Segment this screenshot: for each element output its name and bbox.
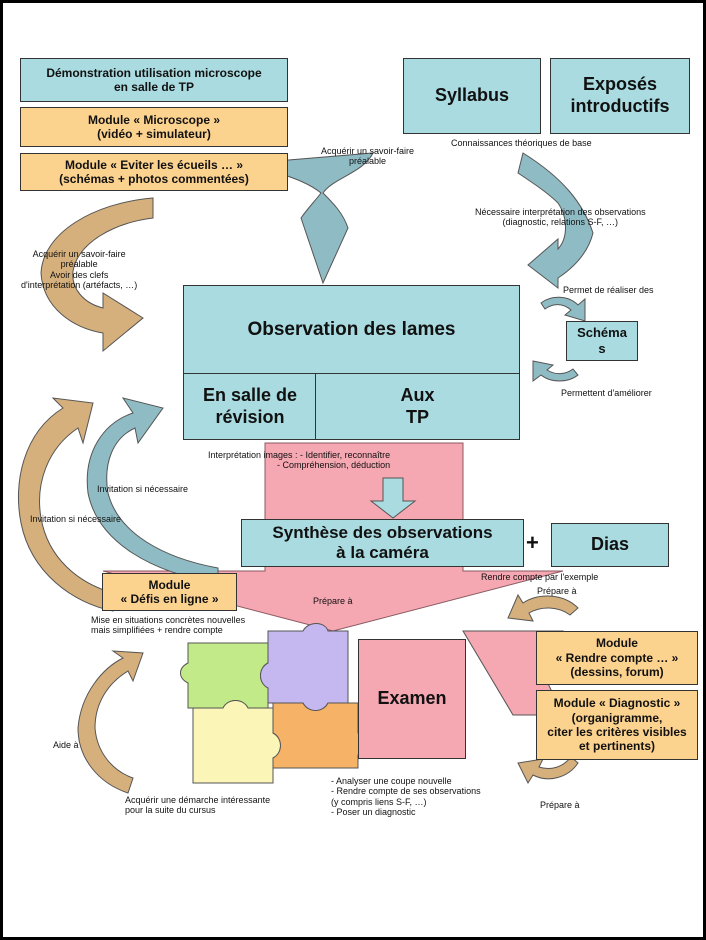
puzzle-piece-purple (260, 623, 349, 711)
module-microscope-box: Module « Microscope » (vidéo + simulateu… (20, 107, 288, 147)
puzzle-piece-yellow (192, 700, 281, 784)
diagnostic-module-box: Module « Diagnostic » (organigramme, cit… (536, 690, 698, 760)
schemas-arrow-bottom (532, 360, 579, 382)
label-prepare-a-right-top: Prépare à (537, 586, 577, 596)
rendre-compte-module-box: Module « Rendre compte … » (dessins, for… (536, 631, 698, 685)
label-invitation-2: Invitation si nécessaire (30, 514, 122, 524)
puzzle-piece-orange (272, 702, 366, 769)
diagram-canvas: Démonstration utilisation microscope en … (3, 3, 703, 937)
label-exam-tasks: - Analyser une coupe nouvelle - Rendre c… (331, 776, 481, 818)
label-acquerir-top: Acquérir un savoir-faire préalable (321, 146, 415, 167)
label-permettent-ameliorer: Permettent d'améliorer (561, 388, 652, 398)
label-prepare-a-right-bottom: Prépare à (540, 800, 580, 810)
label-rendre-compte-exemple: Rendre compte par l'exemple (481, 572, 599, 582)
defis-box: Module « Défis en ligne » (102, 573, 237, 611)
label-acquerir-demarche: Acquérir une démarche intéressante pour … (125, 795, 271, 816)
salle-revision-box: En salle de révision (183, 373, 317, 440)
label-permet-realiser: Permet de réaliser des (563, 285, 654, 295)
exposes-box: Exposés introductifs (550, 58, 690, 134)
label-prepare-a-center: Prépare à (313, 596, 353, 606)
curved-arrow-top-right (517, 152, 594, 290)
syllabus-box: Syllabus (403, 58, 541, 134)
plus-sign: + (526, 530, 539, 555)
schemas-box: Schéma s (566, 321, 638, 361)
curved-arrow-top-left (251, 152, 374, 285)
puzzle-piece-green (180, 642, 269, 709)
label-necessaire: Nécessaire interprétation des observatio… (475, 207, 646, 228)
label-interpretation: Interprétation images : - Identifier, re… (208, 450, 391, 471)
examen-box: Examen (358, 639, 466, 759)
label-connaissances: Connaissances théoriques de base (451, 138, 592, 148)
demo-microscope-box: Démonstration utilisation microscope en … (20, 58, 288, 102)
label-acquerir-left: Acquérir un savoir-faire préalable Avoir… (21, 249, 138, 291)
curved-arrow-right-bottom (517, 756, 579, 785)
synthese-box: Synthèse des observations à la caméra (241, 519, 524, 567)
dias-box: Dias (551, 523, 669, 567)
label-aide-a: Aide à (53, 740, 79, 750)
curved-arrow-left-tan (40, 197, 154, 353)
label-mise-situations: Mise en situations concrètes nouvelles m… (91, 615, 246, 636)
module-ecueils-box: Module « Eviter les écueils … » (schémas… (20, 153, 288, 191)
down-arrow-small (369, 477, 417, 519)
observation-box: Observation des lames (183, 285, 520, 375)
curved-arrow-left-teal (86, 397, 219, 584)
aux-tp-box: Aux TP (315, 373, 520, 440)
schemas-arrow-top (540, 296, 586, 322)
curved-arrow-aide (77, 650, 144, 794)
curved-arrow-right-top (507, 593, 579, 622)
label-invitation-1: Invitation si nécessaire (97, 484, 189, 494)
